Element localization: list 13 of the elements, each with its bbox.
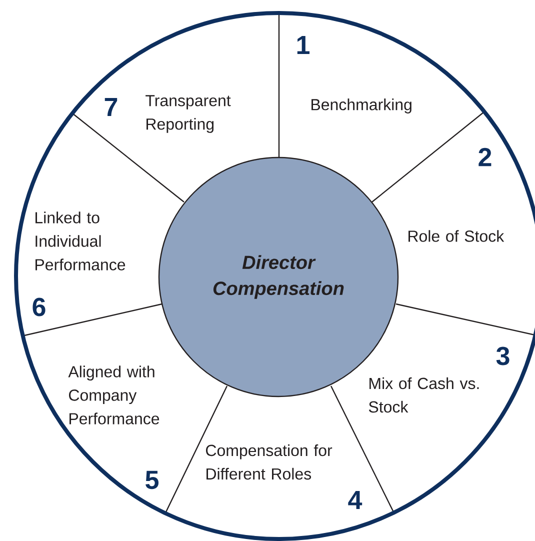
segment-number: 5 [146, 470, 158, 490]
segment-number: 4 [348, 491, 362, 509]
segment-number: 2 [478, 148, 492, 166]
segment-number: 7 [104, 98, 118, 116]
segment-label: Aligned with Company Performance [68, 366, 160, 424]
segment-number: 6 [32, 298, 46, 316]
segment-number: 1 [297, 36, 310, 54]
segment-number: 3 [496, 346, 510, 366]
segment-label: Role of Stock [408, 230, 504, 242]
segment-label: Benchmarking [312, 98, 412, 114]
segment-label: Compensation for Different Roles [206, 444, 332, 480]
segment-label: Transparent Reporting [146, 95, 231, 133]
segment-label: Linked to Individual Performance [36, 212, 126, 270]
